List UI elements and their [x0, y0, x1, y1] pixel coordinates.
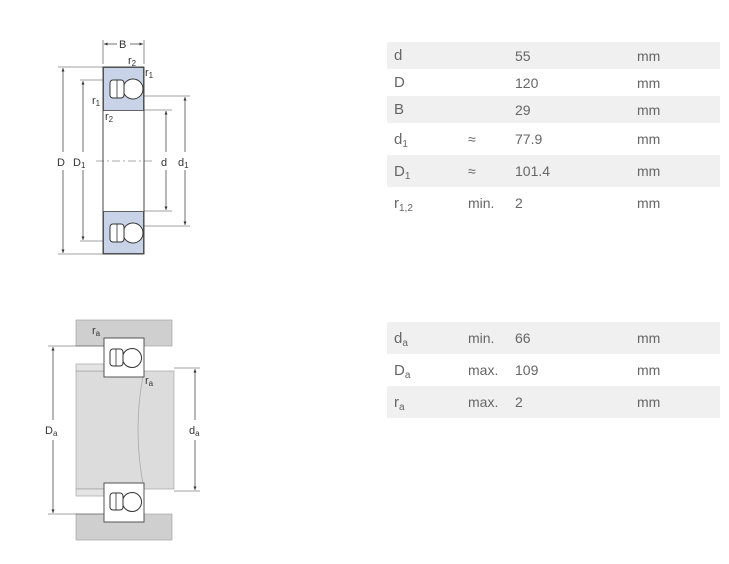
- dimension-qualifier: min.: [468, 330, 495, 346]
- dimension-qualifier: max.: [468, 394, 499, 410]
- dimension-value: 2: [515, 195, 523, 211]
- table-row: da min. 66 mm: [387, 322, 720, 354]
- label-da-housing: Da: [45, 425, 58, 438]
- table-row: ra max. 2 mm: [387, 386, 720, 418]
- ball-top-right: [122, 78, 144, 100]
- table-row: B 29 mm: [387, 96, 720, 123]
- dimension-value: 2: [515, 394, 523, 410]
- dimension-symbol: B: [394, 101, 405, 118]
- dimension-symbol: da: [394, 329, 408, 349]
- dimension-value: 120: [515, 74, 539, 91]
- label-d-outer: D: [57, 157, 65, 169]
- abutment-cross-section: ra ra Da da: [45, 319, 200, 541]
- table-row: d1 ≈ 77.9 mm: [387, 123, 720, 155]
- label-b: B: [119, 39, 126, 51]
- dimension-symbol: d: [394, 47, 403, 64]
- dimension-symbol: D: [394, 74, 405, 91]
- dimension-unit: mm: [637, 101, 661, 118]
- dimension-qualifier: ≈: [468, 163, 476, 179]
- dimension-qualifier: min.: [468, 195, 495, 211]
- bearing-cross-section: B r2 r1 r1 r2 D D1 d d1: [57, 39, 190, 255]
- dimension-symbol: ra: [394, 393, 405, 413]
- dimension-qualifier: [468, 96, 515, 123]
- dimension-qualifier: [468, 42, 515, 69]
- dimension-unit: mm: [637, 330, 661, 346]
- dimension-symbol: r1,2: [394, 194, 413, 214]
- table-row: r1,2 min. 2 mm: [387, 187, 720, 219]
- table-row: d 55 mm: [387, 42, 720, 69]
- dimension-value: 109: [515, 362, 539, 378]
- shaft: [75, 370, 175, 490]
- label-r1-left: r1: [92, 95, 101, 108]
- abutment-dimension-drawing: ra ra Da da: [0, 300, 240, 559]
- abutment-dimensions-table: da min. 66 mm Da max. 109 mm ra max. 2 m…: [387, 322, 720, 418]
- ball-bottom-right: [122, 222, 144, 244]
- dimensions-table: d 55 mm D 120 mm B 29 mm d1 ≈ 77.9 mm D1…: [387, 42, 720, 219]
- dimension-qualifier: max.: [468, 362, 499, 378]
- dimension-symbol: D1: [394, 162, 411, 182]
- dimension-unit: mm: [637, 362, 661, 378]
- dimension-symbol: Da: [394, 361, 411, 381]
- label-r2-left: r2: [105, 111, 114, 124]
- label-ra-top: ra: [92, 325, 101, 338]
- dimension-value: 55: [515, 47, 531, 64]
- dimension-unit: mm: [637, 394, 661, 410]
- dimension-value: 101.4: [515, 163, 551, 179]
- dimension-value: 29: [515, 101, 531, 118]
- dimension-unit: mm: [637, 74, 661, 91]
- dimension-symbol: d1: [394, 130, 408, 150]
- label-d1-inner: d1: [178, 157, 189, 170]
- label-da-shaft: da: [189, 425, 200, 438]
- bearing-dimension-drawing: B r2 r1 r1 r2 D D1 d d1: [0, 0, 240, 270]
- table-row: D 120 mm: [387, 69, 720, 96]
- dimension-value: 77.9: [515, 131, 543, 147]
- label-r2-top: r2: [128, 55, 137, 68]
- dimension-value: 66: [515, 330, 531, 346]
- dimension-qualifier: [468, 69, 515, 96]
- label-ra-mid: ra: [145, 375, 154, 388]
- dimension-unit: mm: [637, 195, 661, 211]
- dimension-unit: mm: [637, 131, 661, 147]
- table-row: D1 ≈ 101.4 mm: [387, 155, 720, 187]
- label-r1-top: r1: [145, 67, 154, 80]
- table-row: Da max. 109 mm: [387, 354, 720, 386]
- dimension-qualifier: ≈: [468, 131, 476, 147]
- dimension-unit: mm: [637, 47, 661, 64]
- label-d1-outer: D1: [73, 157, 86, 170]
- label-d-bore: d: [161, 157, 167, 169]
- dimension-unit: mm: [637, 163, 661, 179]
